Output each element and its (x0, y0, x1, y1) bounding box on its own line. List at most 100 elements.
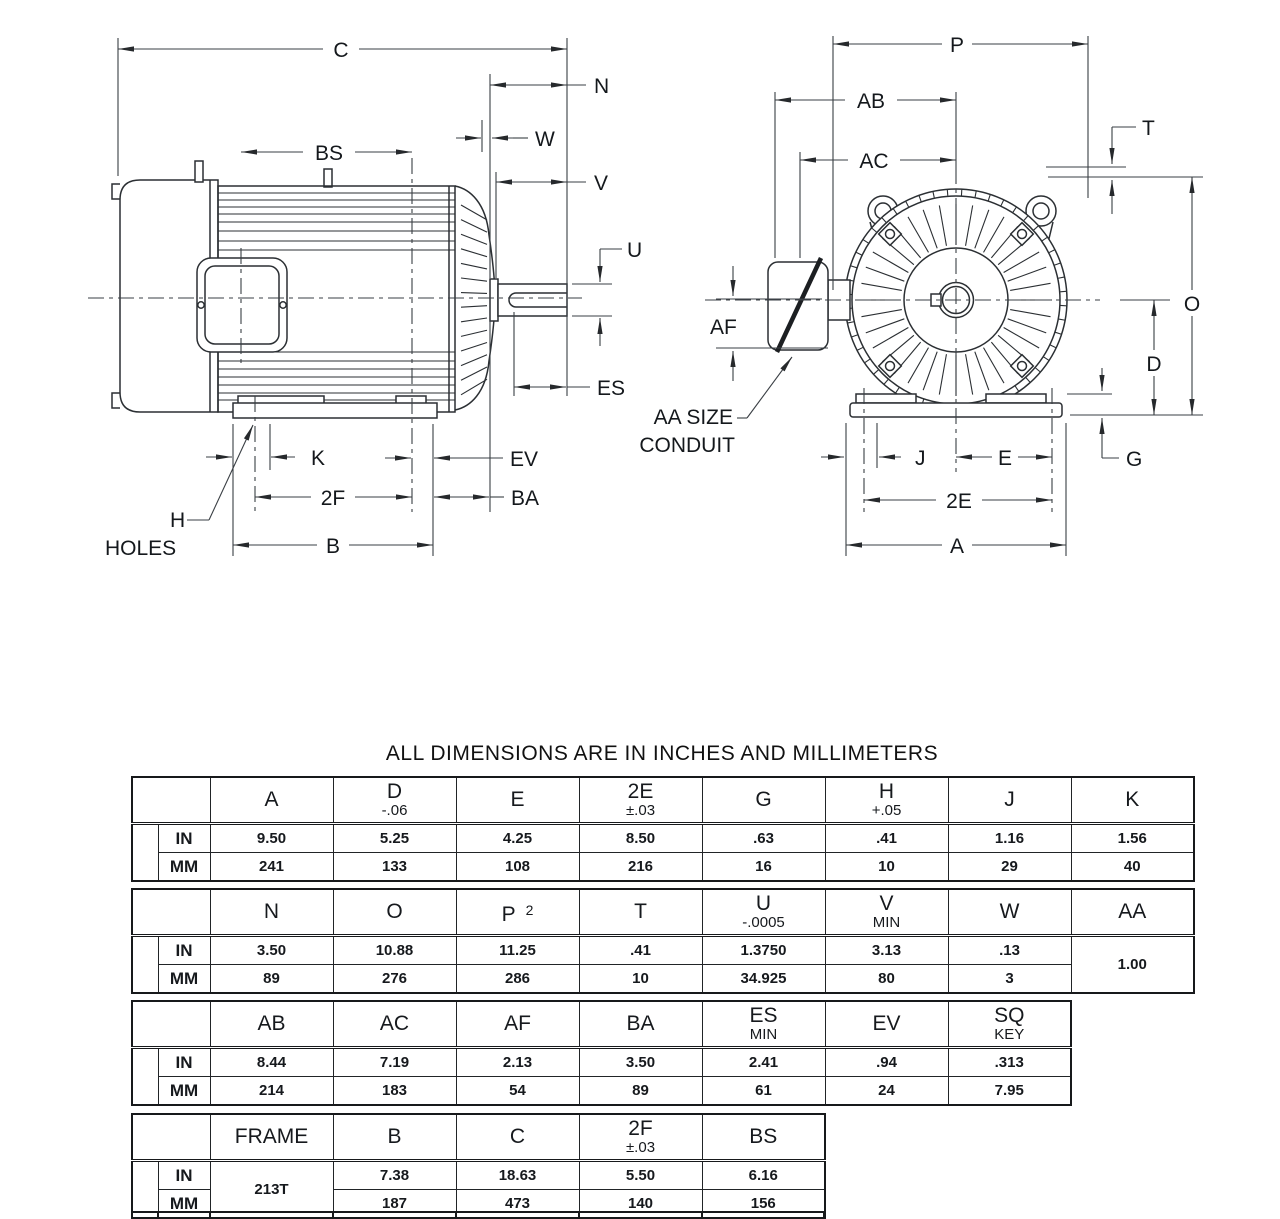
dim-label-ab: AB (857, 90, 885, 113)
col-header: K (1071, 777, 1194, 824)
shaft-shoulder (490, 279, 498, 321)
corner-cell (132, 889, 210, 936)
dim-label-af: AF (710, 316, 737, 339)
dim-label-v: V (594, 172, 608, 195)
value-cell: 29 (948, 853, 1071, 882)
value-cell: 80 (825, 965, 948, 994)
dim-label-w: W (535, 128, 555, 151)
dim-label-t: T (1142, 117, 1155, 140)
dimension-table-1: A D-.06 E 2E±.03 G H+.05 J K IN 9.50 5.2… (131, 776, 1195, 882)
col-header: AA (1071, 889, 1194, 936)
millimeters-row: MM 241 133 108 216 16 10 29 40 (132, 853, 1194, 882)
inches-row: IN 9.50 5.25 4.25 8.50 .63 .41 1.16 1.56 (132, 824, 1194, 853)
col-header: EV (825, 1001, 948, 1048)
value-cell: 214 (210, 1077, 333, 1106)
dim-label-g: G (1126, 448, 1142, 471)
col-header: B (333, 1114, 456, 1161)
value-cell: .313 (948, 1048, 1071, 1077)
corner-cell (132, 1001, 210, 1048)
inches-row: IN 3.50 10.88 11.25 .41 1.3750 3.13 .13 … (132, 936, 1194, 965)
col-header: D-.06 (333, 777, 456, 824)
value-cell: 2.41 (702, 1048, 825, 1077)
unit-label: IN (158, 824, 210, 853)
gutter-cell (132, 1048, 158, 1106)
dim-label-h: H (170, 509, 185, 532)
unit-label: IN (158, 1161, 210, 1190)
col-header: AC (333, 1001, 456, 1048)
value-cell: 54 (456, 1077, 579, 1106)
millimeters-row: MM 214 183 54 89 61 24 7.95 (132, 1077, 1071, 1106)
dim-label-bs: BS (315, 142, 343, 165)
value-cell: 4.25 (456, 824, 579, 853)
dim-label-n: N (594, 75, 609, 98)
value-cell-aa: 1.00 (1071, 936, 1194, 994)
dim-label-ev: EV (510, 448, 538, 471)
col-header: O (333, 889, 456, 936)
dim-label-e: E (998, 447, 1012, 470)
value-cell: 6.16 (702, 1161, 825, 1190)
value-cell: 276 (333, 965, 456, 994)
value-cell: 40 (1071, 853, 1194, 882)
terminal-box (197, 258, 287, 352)
sheet-title: ALL DIMENSIONS ARE IN INCHES AND MILLIME… (131, 742, 1193, 766)
col-header: BA (579, 1001, 702, 1048)
value-cell: .41 (579, 936, 702, 965)
value-cell: 1.3750 (702, 936, 825, 965)
value-cell: 24 (825, 1077, 948, 1106)
value-cell: 89 (579, 1077, 702, 1106)
fan-blades (461, 205, 487, 395)
dim-label-c: C (333, 39, 348, 62)
mounting-feet (233, 403, 437, 418)
value-cell: 16 (702, 853, 825, 882)
value-cell: 216 (579, 853, 702, 882)
dimension-table-4: FRAME B C 2F±.03 BS IN 213T 7.38 18.63 5… (131, 1113, 826, 1219)
dim-label-holes: HOLES (105, 537, 176, 560)
value-cell: .63 (702, 824, 825, 853)
dim-label-a: A (950, 535, 964, 558)
value-cell: 18.63 (456, 1161, 579, 1190)
dim-label-2f: 2F (321, 487, 346, 510)
col-header: G (702, 777, 825, 824)
col-header: AB (210, 1001, 333, 1048)
value-cell: 133 (333, 853, 456, 882)
value-cell: 241 (210, 853, 333, 882)
col-header: BS (702, 1114, 825, 1161)
col-header: E (456, 777, 579, 824)
value-cell: 11.25 (456, 936, 579, 965)
millimeters-row: MM 89 276 286 10 34.925 80 3 (132, 965, 1194, 994)
dim-label-d: D (1146, 353, 1161, 376)
inches-row: IN 8.44 7.19 2.13 3.50 2.41 .94 .313 (132, 1048, 1071, 1077)
label-aa-size: AA SIZE (654, 406, 733, 429)
dim-label-o: O (1184, 293, 1200, 316)
value-cell: .94 (825, 1048, 948, 1077)
value-cell: 10.88 (333, 936, 456, 965)
value-cell: 10 (825, 853, 948, 882)
col-header: AF (456, 1001, 579, 1048)
unit-label: IN (158, 936, 210, 965)
value-cell: 286 (456, 965, 579, 994)
corner-cell (132, 1114, 210, 1161)
partial-next-table (131, 1211, 825, 1218)
value-cell: 34.925 (702, 965, 825, 994)
value-cell: 61 (702, 1077, 825, 1106)
col-header: 2F±.03 (579, 1114, 702, 1161)
dim-label-b: B (326, 535, 340, 558)
value-cell: 108 (456, 853, 579, 882)
dim-label-u: U (627, 239, 642, 262)
col-header: U-.0005 (702, 889, 825, 936)
value-cell: 183 (333, 1077, 456, 1106)
value-cell: 7.95 (948, 1077, 1071, 1106)
value-cell: 3.50 (210, 936, 333, 965)
col-header: W (948, 889, 1071, 936)
value-cell: .41 (825, 824, 948, 853)
value-cell: 7.38 (333, 1161, 456, 1190)
unit-label: IN (158, 1048, 210, 1077)
col-header: T (579, 889, 702, 936)
value-cell: 89 (210, 965, 333, 994)
